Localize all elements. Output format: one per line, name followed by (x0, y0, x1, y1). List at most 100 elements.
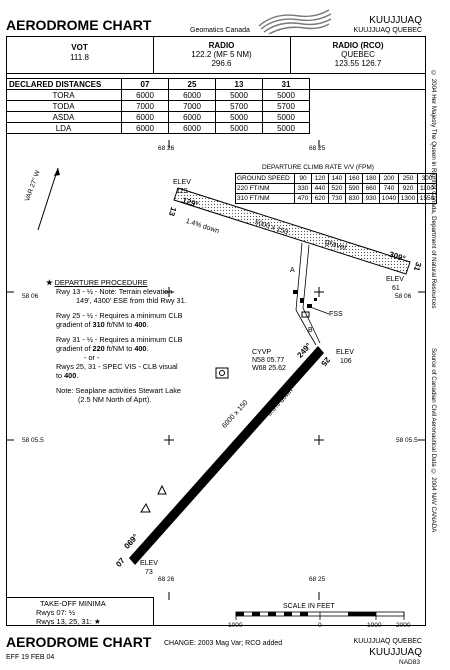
elev-13-label: ELEV (173, 179, 191, 186)
dd-cell: 7000 (121, 100, 169, 112)
departure-procedure: ★ DEPARTURE PROCEDURE Rwy 13 - ½ - Note:… (46, 278, 187, 404)
dd-cell: 5000 (262, 122, 310, 134)
dd-cell: 6000 (121, 89, 169, 101)
dp-text: gradient of (56, 344, 93, 353)
climb-cell: 620 (311, 193, 329, 204)
takeoff-minima-title: TAKE-OFF MINIMA (40, 599, 106, 608)
footer-change: CHANGE: 2003 Mag Var; RCO added (164, 640, 283, 647)
climb-cell: 520 (328, 183, 346, 194)
elev-25-value: 106 (340, 358, 352, 365)
takeoff-minima-line2: Rwys 13, 25, 31: ★ (36, 617, 101, 626)
climb-cell: 180 (362, 173, 380, 184)
taxiway-a-label: A (290, 267, 295, 274)
dd-blank (310, 123, 427, 134)
scale-title: SCALE IN FEET (283, 603, 335, 610)
climb-cell: 1040 (379, 193, 399, 204)
scale-label: 1000 (228, 622, 243, 629)
vot-frequency: 111.8 (70, 53, 89, 62)
lat-label-left-top: 58 06 (22, 293, 39, 300)
dp-text: . (146, 344, 149, 353)
dd-cell: 5000 (262, 111, 310, 123)
magnetic-north-arrow (37, 167, 60, 231)
chart-frame (6, 36, 426, 626)
dp-text: . (76, 371, 79, 380)
climb-cell: 140 (328, 173, 346, 184)
aerodrome-lat: N58 05.77 (252, 357, 285, 364)
dp-line: Rwys 25, 31 - SPEC VIS - CLB visual (56, 362, 178, 371)
dp-altitude: 400 (134, 344, 147, 353)
departure-procedure-title: DEPARTURE PROCEDURE (54, 278, 148, 287)
publisher: Geomatics Canada (190, 27, 250, 34)
climb-cell: 1300 (398, 193, 418, 204)
climb-rate-table: GROUND SPEED 90 120 140 160 180 200 250 … (235, 173, 437, 204)
dp-gradient: 310 (92, 320, 105, 329)
lon-label-top-right: 68 25 (309, 145, 326, 152)
scale-bar (235, 611, 405, 620)
aerodrome-lon: W68 25.62 (252, 365, 286, 372)
footer-effective-date: EFF 19 FEB 04 (6, 654, 55, 661)
radio-label: RADIO (208, 41, 235, 50)
climb-cell: 440 (311, 183, 329, 194)
radio-frequency-1: 122.2 (MF 5 NM) (191, 50, 252, 59)
climb-cell: 200 (379, 173, 399, 184)
radio-frequency-2: 296.6 (211, 59, 232, 68)
fss-leader (310, 306, 330, 315)
footer-city-province: KUUJJUAQ QUEBEC (353, 638, 422, 645)
side-copyright-bottom: Source of Canadian Civil Aeronautical Da… (430, 348, 437, 533)
lat-label-left-bottom: 58 05.5 (22, 437, 44, 444)
climb-cell: 330 (294, 183, 312, 194)
taxiway-b-label: B (308, 327, 313, 334)
climb-cell: 90 (294, 173, 312, 184)
dd-blank (310, 101, 427, 112)
declared-distances-title: DECLARED DISTANCES (6, 78, 122, 90)
footer-chart-id: NAD83 (399, 659, 420, 666)
dp-line: Rwy 13 - ½ - Note: Terrain elevation (56, 287, 173, 296)
dd-cell: 7000 (168, 100, 216, 112)
takeoff-minima-line1: Rwys 07: ½ (36, 608, 76, 617)
rco-frequencies: 123.55 126.7 (334, 59, 382, 68)
graticule-ticks (6, 140, 426, 600)
dp-line: Rwy 31 - ½ - Requires a minimum CLB (56, 335, 183, 344)
takeoff-minima-box (6, 597, 154, 626)
footer-city: KUUJJUAQ (369, 647, 422, 658)
dd-cell: 5000 (215, 89, 263, 101)
elev-13-value: 129 (176, 188, 188, 195)
dd-cell: 6000 (121, 122, 169, 134)
chart-title: AERODROME CHART (6, 17, 152, 33)
dd-row-label: LDA (6, 122, 122, 134)
side-copyright-top: © 2004 Her Majesty The Queen in Right of… (430, 70, 437, 309)
dd-blank (310, 90, 427, 101)
geomatics-logo (258, 9, 332, 34)
dd-cell: 6000 (121, 111, 169, 123)
climb-cell: 160 (345, 173, 363, 184)
dp-text: ft/NM to (104, 344, 135, 353)
climb-cell: 660 (362, 183, 380, 194)
city-province: KUUJJUAQ QUEBEC (353, 27, 422, 34)
elev-07-label: ELEV (140, 560, 158, 567)
dd-blank (309, 78, 426, 90)
climb-cell: 120 (311, 173, 329, 184)
dd-row-label: TORA (6, 89, 122, 101)
dd-row-label: ASDA (6, 111, 122, 123)
star-icon: ★ (46, 278, 55, 287)
scale-label: 1000 (367, 622, 382, 629)
runway-13-31 (173, 187, 411, 275)
dd-rwy-header: 31 (262, 78, 310, 90)
dd-cell: 5700 (262, 100, 310, 112)
dd-rwy-header: 25 (168, 78, 216, 90)
climb-cell: 830 (345, 193, 363, 204)
elev-07-value: 73 (145, 569, 153, 576)
lat-label-right-top: 58 06 (395, 293, 412, 300)
climb-table-title: DEPARTURE CLIMB RATE V/V (FPM) (262, 164, 374, 171)
city-name: KUUJJUAQ (369, 15, 422, 26)
dd-blank (310, 112, 427, 123)
aerodrome-reference-point (215, 367, 229, 379)
dp-text: gradient of (56, 320, 93, 329)
dd-cell: 5000 (215, 122, 263, 134)
lon-label-top-left: 68 26 (158, 145, 175, 152)
climb-cell: 470 (294, 193, 312, 204)
rco-label: RADIO (RCO) (332, 41, 384, 50)
dd-cell: 5000 (262, 89, 310, 101)
climb-cell: 740 (379, 183, 399, 194)
climb-cell: 1550 (417, 193, 437, 204)
